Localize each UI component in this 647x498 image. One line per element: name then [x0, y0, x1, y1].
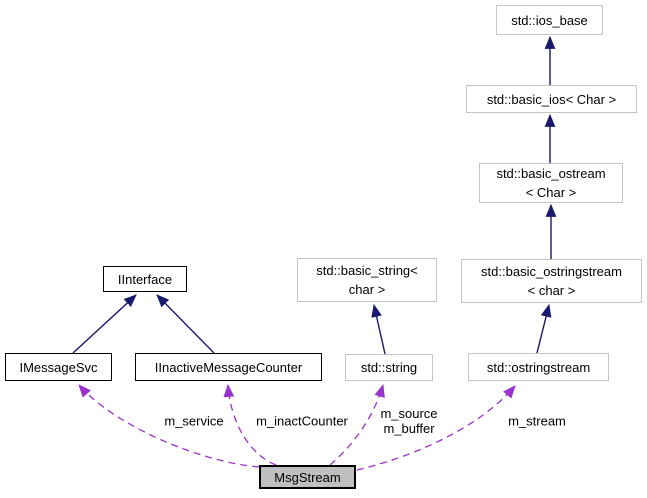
inheritance-edge-iinactivemessagecounter-to-iinterface	[156, 294, 215, 354]
class-node-std-basic-string: std::basic_string< char >	[297, 258, 437, 302]
edge-label-m-source-m-buffer: m_source m_buffer	[380, 406, 438, 436]
class-node-std-basic-ostream: std::basic_ostream < Char >	[479, 163, 623, 203]
edge-label-m-stream: m_stream	[508, 413, 566, 429]
class-node-iinactivemessagecounter[interactable]: IInactiveMessageCounter	[135, 353, 322, 381]
class-node-iinterface[interactable]: IInterface	[103, 266, 187, 292]
dependency-edge-m-stream	[356, 385, 516, 471]
inheritance-edge-string-to-basic-string	[371, 303, 386, 355]
class-node-std-ios-base: std::ios_base	[496, 5, 603, 35]
class-node-std-basic-ostringstream: std::basic_ostringstream < char >	[461, 259, 642, 303]
class-node-imessagesvc[interactable]: IMessageSvc	[5, 353, 112, 381]
inheritance-edge-ostringstream-to-basic-ostringstream	[536, 303, 552, 354]
inheritance-edge-imessagesvc-to-iinterface	[72, 294, 137, 354]
dependency-edge-m-service	[78, 384, 260, 468]
class-node-std-string: std::string	[345, 354, 433, 381]
class-node-std-ostringstream: std::ostringstream	[468, 353, 609, 381]
edge-label-m-service: m_service	[164, 413, 224, 429]
dependency-edge-m-source-m-buffer	[329, 383, 385, 466]
edge-label-m-inactcounter: m_inactCounter	[256, 413, 348, 429]
class-node-msgstream-focus: MsgStream	[259, 465, 356, 489]
dependency-edge-m-inactcounter	[223, 383, 277, 466]
class-node-std-basic-ios: std::basic_ios< Char >	[466, 85, 637, 113]
